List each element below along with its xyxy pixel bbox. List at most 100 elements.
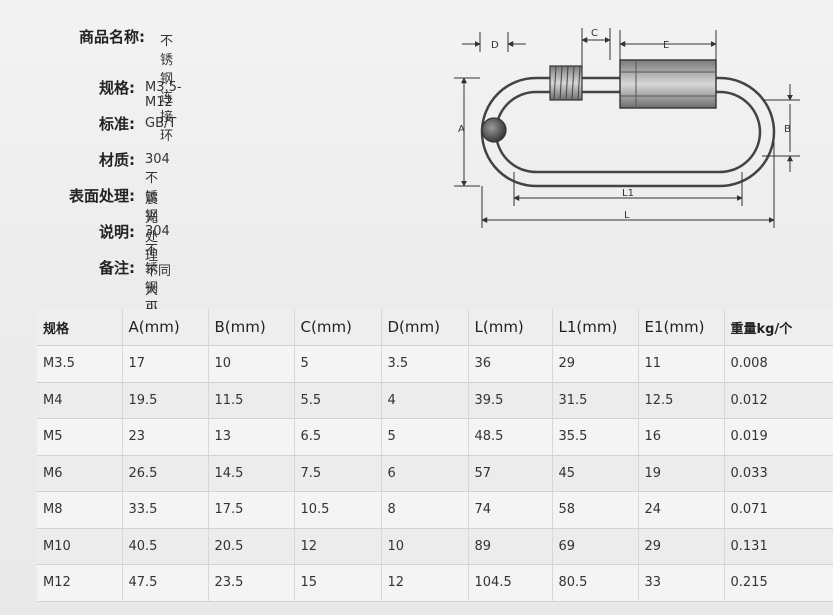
table-cell: 16 — [638, 418, 725, 456]
spec-value: M3.5-M12 — [145, 80, 182, 110]
spec-table-wrapper: 规格 A(mm) B(mm) C(mm) D(mm) L(mm) L1(mm) … — [37, 309, 833, 602]
dimension-c-label: C — [591, 28, 598, 39]
table-cell: M12 — [37, 564, 123, 602]
table-header-cell: C(mm) — [294, 309, 382, 346]
table-cell: 11.5 — [208, 382, 295, 419]
table-cell: 20.5 — [208, 528, 295, 565]
quick-link-diagram: D C E A B — [450, 22, 810, 237]
spec-row-description: 说明: — [0, 221, 135, 243]
table-cell: 17 — [122, 345, 209, 383]
dimension-l-label: L — [624, 210, 630, 221]
table-cell: 33.5 — [122, 491, 209, 529]
spec-row-remark: 备注: — [0, 257, 135, 279]
table-cell: 47.5 — [122, 564, 209, 602]
dimension-l1-label: L1 — [622, 188, 634, 199]
table-cell: 23 — [122, 418, 209, 456]
table-cell: 12.5 — [638, 382, 725, 419]
table-cell: 7.5 — [294, 455, 382, 492]
spec-value: 震光处理 — [145, 192, 159, 264]
table-cell: 40.5 — [122, 528, 209, 565]
dimension-l1: L1 — [513, 172, 743, 206]
spec-row-surface: 表面处理: — [0, 185, 135, 207]
table-header-cell: L1(mm) — [552, 309, 639, 346]
table-cell: 0.033 — [724, 455, 833, 492]
table-cell: 33 — [638, 564, 725, 602]
table-cell: M5 — [37, 418, 123, 456]
spec-table: 规格 A(mm) B(mm) C(mm) D(mm) L(mm) L1(mm) … — [37, 309, 833, 602]
table-cell: 89 — [468, 528, 553, 565]
table-cell: 69 — [552, 528, 639, 565]
thread-section — [549, 65, 583, 101]
spec-value: GB/T — [145, 116, 177, 131]
table-cell: 12 — [381, 564, 469, 602]
table-cell: M6 — [37, 455, 123, 492]
table-cell: 5 — [381, 418, 469, 456]
dimension-l: L — [481, 142, 775, 228]
spec-row-material: 材质: — [0, 149, 135, 171]
spec-label: 规格: — [99, 79, 135, 97]
table-cell: 35.5 — [552, 418, 639, 456]
table-cell: 6 — [381, 455, 469, 492]
wire-section-icon — [481, 117, 507, 143]
table-cell: M3.5 — [37, 345, 123, 383]
table-cell: 29 — [638, 528, 725, 565]
dimension-d-label: D — [491, 40, 499, 51]
spec-row-name: 商品名称: — [0, 26, 145, 48]
spec-label: 商品名称: — [79, 28, 145, 46]
spec-row-size: 规格: — [0, 77, 135, 99]
table-cell: 0.019 — [724, 418, 833, 456]
spec-label: 材质: — [99, 151, 135, 169]
table-cell: 45 — [552, 455, 639, 492]
table-header-cell: B(mm) — [208, 309, 295, 346]
quick-link-drawing: D C E A B — [454, 28, 800, 228]
dimension-e-label: E — [663, 40, 669, 51]
table-cell: 13 — [208, 418, 295, 456]
table-cell: 0.012 — [724, 382, 833, 419]
table-cell: 3.5 — [381, 345, 469, 383]
table-cell: 14.5 — [208, 455, 295, 492]
table-cell: 8 — [381, 491, 469, 529]
table-cell: 104.5 — [468, 564, 553, 602]
table-header-cell: E1(mm) — [638, 309, 725, 346]
table-cell: 15 — [294, 564, 382, 602]
table-cell: 11 — [638, 345, 725, 383]
spec-label: 标准: — [99, 115, 135, 133]
dimension-a: A — [454, 77, 480, 187]
dimension-c: C — [581, 28, 611, 66]
table-cell: 5 — [294, 345, 382, 383]
table-cell: 24 — [638, 491, 725, 529]
table-cell: M10 — [37, 528, 123, 565]
spec-value: 不锈钢连接环 — [160, 34, 174, 144]
table-cell: 12 — [294, 528, 382, 565]
table-cell: M8 — [37, 491, 123, 529]
spec-label: 备注: — [99, 259, 135, 277]
table-cell: 6.5 — [294, 418, 382, 456]
table-cell: 31.5 — [552, 382, 639, 419]
table-cell: 57 — [468, 455, 553, 492]
dimension-e: E — [619, 30, 717, 60]
table-cell: 10.5 — [294, 491, 382, 529]
table-cell: 19.5 — [122, 382, 209, 419]
table-cell: 0.215 — [724, 564, 833, 602]
table-cell: M4 — [37, 382, 123, 419]
dimension-a-label: A — [458, 124, 465, 135]
table-cell: 58 — [552, 491, 639, 529]
table-cell: 17.5 — [208, 491, 295, 529]
spec-label: 表面处理: — [69, 187, 135, 205]
table-cell: 29 — [552, 345, 639, 383]
table-header-cell: A(mm) — [122, 309, 209, 346]
dimension-d: D — [462, 32, 526, 52]
table-cell: 19 — [638, 455, 725, 492]
table-cell: 10 — [208, 345, 295, 383]
table-cell: 10 — [381, 528, 469, 565]
table-cell: 0.131 — [724, 528, 833, 565]
nut-section — [619, 59, 717, 109]
